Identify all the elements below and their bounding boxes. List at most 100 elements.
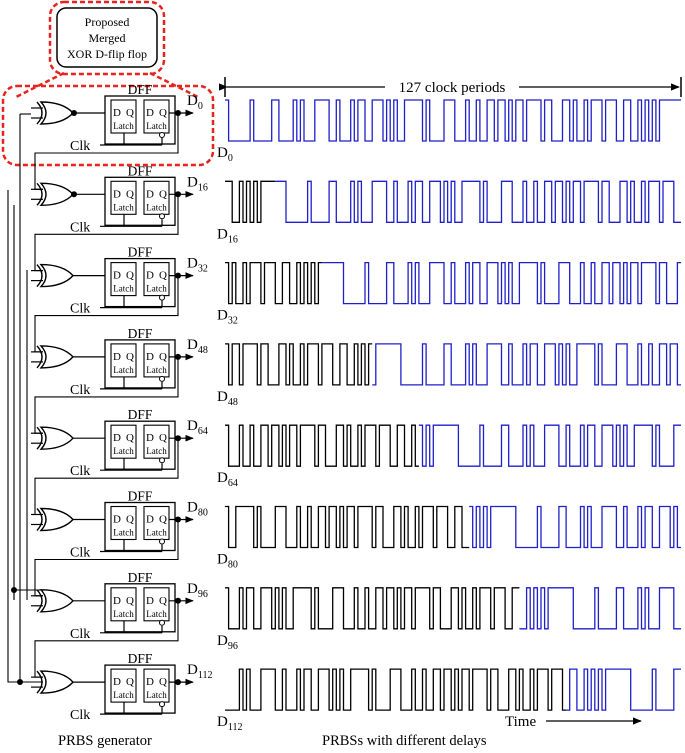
dff-title: DFF [128,651,153,666]
waveform-prefix [225,587,520,630]
output-node-dot [175,679,181,686]
latch-pin-q: Q [126,676,134,688]
latch-pin-d: D [146,107,154,119]
latch-label: Latch [146,609,167,619]
latch-label: Latch [146,690,167,700]
latch-pin-d: D [146,188,154,200]
latch-pin-d: D [113,595,121,607]
latch-label: Latch [113,609,134,619]
latch-pin-q: Q [159,270,167,282]
latch-pin-q: Q [159,595,167,607]
latch-pin-d: D [146,270,154,282]
dff-title: DFF [128,245,153,260]
latch-pin-d: D [113,270,121,282]
waveform-label: D112 [217,714,242,733]
clock-inverter-bubble [159,701,165,708]
output-node-dot [175,191,181,198]
latch-box [110,343,137,378]
latch-box [110,99,137,134]
xor-gate-icon [36,670,74,694]
stage-output-label: D112 [187,662,212,681]
waveform-prefix [225,180,276,223]
waveform-trace [519,587,681,630]
xor-gate-icon [36,345,74,369]
xor-gate-icon [36,263,74,288]
xor-gate-icon [36,589,74,613]
stage-output-label: D0 [187,93,203,112]
dff-title: DFF [128,489,153,504]
latch-pin-d: D [113,676,121,688]
callout: Proposed Merged XOR D-flip flop [1,0,215,167]
latch-pin-d: D [146,432,154,444]
waveform-trace [469,505,681,549]
latch-pin-d: D [113,188,121,200]
waveform-trace [321,261,681,305]
clock-label: Clk [70,383,90,398]
latch-box [143,668,170,703]
junction-dot [17,679,23,685]
output-node-dot [175,272,181,279]
latch-label: Latch [113,284,134,294]
xor-gate-icon [36,182,74,207]
clock-label: Clk [70,220,90,235]
xor-gate-icon [36,426,74,450]
latch-box [143,262,170,297]
period-span: 127 clock periods [218,77,682,97]
latch-label: Latch [113,121,134,131]
waveform-trace [372,343,681,386]
clock-inverter-bubble [159,619,165,626]
stage-output-label: D80 [187,500,208,519]
output-node-dot [175,597,181,604]
clock-inverter-bubble [159,213,165,220]
waveform-label: D64 [217,470,238,489]
junction-dot [71,110,77,116]
latch-box [143,343,170,378]
stage-output-label: D48 [187,337,208,356]
waveform-trace [275,180,681,223]
waveform-trace [225,99,681,142]
clock-inverter-bubble [159,294,165,301]
clock-label: Clk [70,627,90,642]
dff-title: DFF [128,82,153,97]
prbs-waveforms [225,99,681,711]
latch-label: Latch [113,690,134,700]
latch-pin-d: D [113,351,121,363]
latch-pin-d: D [113,514,121,526]
callout-box [56,7,158,68]
stage-output-label: D64 [187,418,208,437]
callout-highlight-border [48,0,166,76]
latch-box [143,505,170,541]
latch-label: Latch [146,446,167,456]
waveform-label: D96 [217,633,238,652]
latch-pin-q: Q [159,188,167,200]
clock-inverter-bubble [159,132,165,138]
dff-title: DFF [128,407,153,422]
latch-label: Latch [113,446,134,456]
latch-label: Latch [146,365,167,375]
output-node-dot [175,435,181,442]
waveform-prefix [225,505,470,549]
waveform-trace [566,668,681,711]
clock-label: Clk [70,302,90,317]
output-node-dot [175,353,181,360]
latch-pin-q: Q [126,432,134,444]
latch-pin-q: Q [159,676,167,688]
clock-label: Clk [70,139,90,154]
time-axis: Time [505,714,642,730]
stage-output-label: D96 [187,581,208,600]
clock-inverter-bubble [159,457,165,464]
latch-box [143,424,170,459]
latch-pin-d: D [146,595,154,607]
latch-label: Latch [146,202,167,212]
waveform-prefix [225,424,419,467]
clock-inverter-bubble [159,538,165,545]
waveform-prefix [225,668,567,711]
waveform-trace [418,424,681,467]
dff-title: DFF [128,326,153,341]
clock-label: Clk [70,708,90,723]
